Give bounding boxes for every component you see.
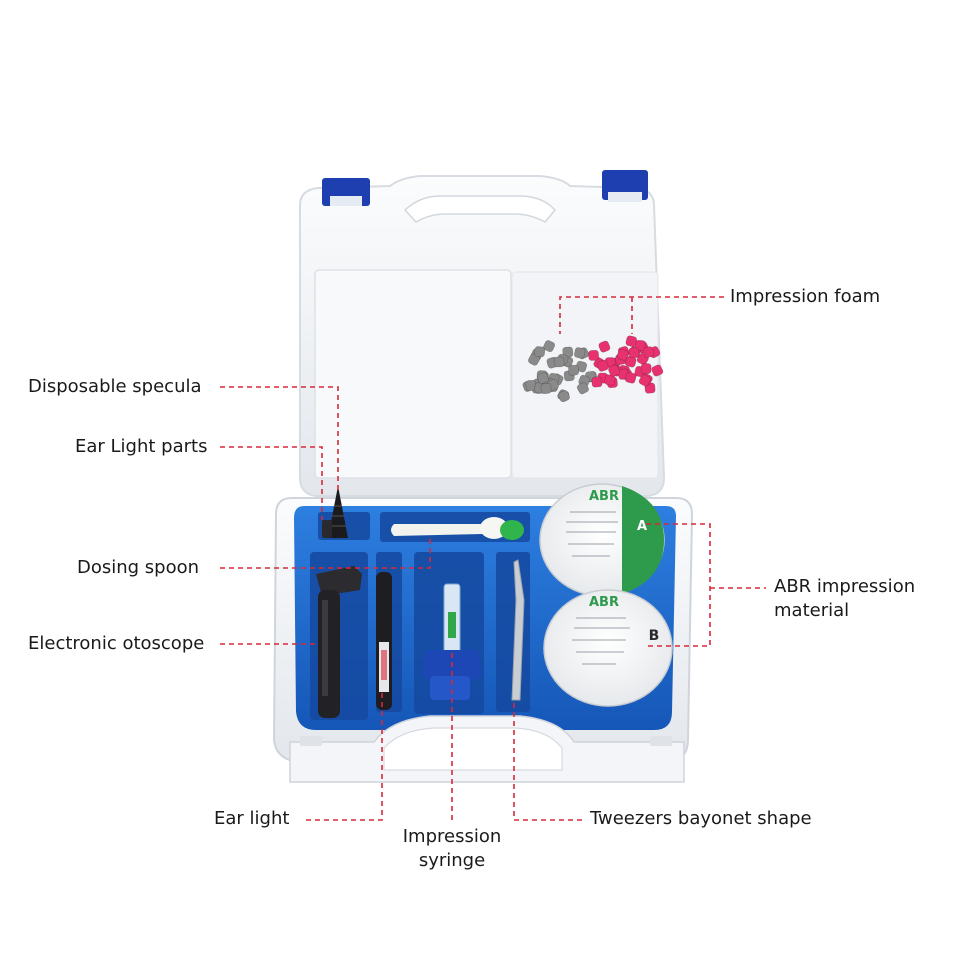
abr-jar-b: B ABR — [543, 589, 673, 707]
foam-piece — [640, 363, 652, 374]
instruction-card — [314, 269, 512, 479]
label-impression-foam: Impression foam — [730, 286, 881, 307]
foam-piece — [568, 364, 580, 376]
foam-piece — [543, 340, 556, 353]
label-impression-syringe: Impression syringe — [392, 825, 512, 873]
leader-ear-light-parts — [220, 446, 323, 520]
leader-abr-material — [646, 523, 711, 647]
foam-piece — [534, 346, 546, 358]
leader-dosing-spoon — [220, 538, 431, 569]
foam-piece — [651, 364, 664, 377]
leader-tweezers — [513, 700, 582, 821]
foam-piece — [628, 347, 640, 359]
foam-piece — [625, 335, 637, 347]
label-abr-impression-material: ABR impression material — [774, 575, 915, 623]
foam-piece — [598, 340, 611, 353]
foam-piece — [624, 372, 637, 384]
label-impression-syringe-line2: syringe — [418, 850, 486, 871]
foam-piece — [537, 372, 549, 384]
label-ear-light: Ear light — [214, 808, 290, 829]
case-handle-bottom[interactable] — [383, 727, 563, 771]
label-ear-light-parts: Ear Light parts — [75, 436, 208, 457]
foam-piece — [588, 349, 600, 361]
label-abr-impression-material-line2: material — [774, 600, 850, 621]
ear-light-parts — [322, 520, 332, 538]
latch-left[interactable] — [322, 178, 370, 206]
dosing-spoon — [391, 517, 524, 540]
ear-light-pen — [376, 572, 392, 710]
jar-a-brand: ABR — [589, 489, 619, 504]
foam-piece — [558, 390, 570, 403]
label-impression-syringe-line1: Impression — [402, 826, 502, 847]
label-tweezers-bayonet-shape: Tweezers bayonet shape — [590, 808, 812, 829]
label-disposable-specula: Disposable specula — [28, 376, 202, 397]
label-electronic-otoscope: Electronic otoscope — [28, 633, 205, 654]
foam-piece — [591, 376, 603, 388]
case-lid — [299, 170, 666, 497]
foam-piece — [616, 348, 629, 361]
leader-lines — [220, 296, 766, 821]
label-dosing-spoon: Dosing spoon — [77, 557, 200, 578]
latch-right[interactable] — [602, 170, 648, 202]
impression-foam-pink — [588, 335, 664, 394]
foam-piece — [608, 364, 621, 377]
foam-piece — [576, 382, 589, 395]
jar-b-brand: ABR — [589, 595, 619, 610]
impression-foam-grey — [522, 340, 598, 403]
jar-b-letter: B — [649, 628, 660, 644]
foam-piece — [540, 382, 552, 395]
foam-piece — [642, 346, 655, 358]
leader-ear-light — [306, 690, 383, 821]
leader-disposable-specula — [220, 386, 339, 490]
label-abr-impression-material-line1: ABR impression — [774, 576, 916, 597]
leader-impression-foam — [559, 296, 724, 334]
case-handle-top[interactable] — [403, 195, 556, 223]
foam-piece — [604, 374, 616, 386]
foam-piece — [553, 356, 565, 368]
disposable-specula — [328, 486, 348, 538]
abr-jar-a: A ABR — [539, 483, 665, 597]
tweezers-bayonet — [511, 559, 525, 701]
foam-piece — [574, 347, 586, 359]
jar-a-letter: A — [637, 519, 647, 534]
foam-piece — [596, 359, 609, 372]
foam-piece — [638, 374, 651, 387]
foam-piece — [562, 346, 574, 358]
electronic-otoscope — [316, 566, 362, 718]
